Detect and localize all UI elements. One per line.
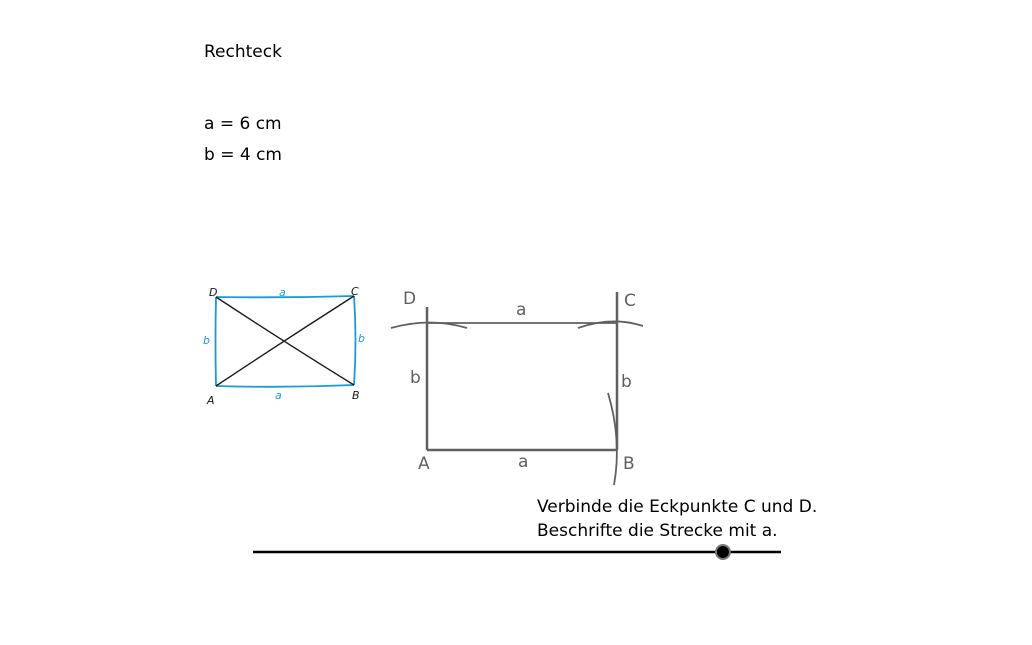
given-side-a: a = 6 cm	[204, 114, 282, 134]
sketch-diagonal-ac	[215, 295, 355, 387]
sketch-label-side-top: a	[279, 286, 286, 299]
sketch-side-left	[214, 296, 217, 387]
page-title: Rechteck	[204, 42, 282, 62]
construction-label-side-left: b	[410, 368, 421, 388]
construction-label-side-top: a	[516, 300, 526, 320]
construction-arc-b	[607, 392, 618, 486]
sketch-diagonal-bd	[215, 296, 355, 386]
given-side-b: b = 4 cm	[204, 145, 282, 165]
sketch-side-right	[353, 295, 357, 386]
sketch-side-top	[215, 295, 355, 299]
sketch-label-a-vertex: A	[206, 394, 215, 407]
construction-arc-d	[390, 321, 468, 329]
construction-label-c-vertex: C	[624, 291, 636, 311]
sketch-rectangle: A B C D a a b b	[203, 285, 365, 407]
sketch-side-bottom	[215, 384, 355, 388]
construction-label-side-bottom: a	[518, 452, 528, 472]
construction-label-d-vertex: D	[403, 289, 416, 309]
sketch-label-side-right: b	[358, 332, 365, 345]
sketch-label-side-bottom: a	[275, 389, 282, 402]
sketch-label-c-vertex: C	[351, 285, 359, 298]
sketch-label-d-vertex: D	[209, 286, 217, 299]
sketch-label-side-left: b	[203, 334, 210, 347]
instruction-line-1: Verbinde die Eckpunkte C und D.	[537, 497, 818, 517]
construction-label-a-vertex: A	[418, 454, 430, 474]
construction-label-side-right: b	[621, 372, 632, 392]
construction-label-b-vertex: B	[623, 454, 635, 474]
sketch-label-b-vertex: B	[352, 389, 360, 402]
step-slider-handle[interactable]	[714, 544, 731, 560]
instruction-line-2: Beschrifte die Strecke mit a.	[537, 521, 778, 541]
construction-rectangle	[390, 292, 644, 486]
construction-arc-c	[577, 320, 644, 329]
instruction-text: Verbinde die Eckpunkte C und D. Beschrif…	[537, 495, 817, 543]
